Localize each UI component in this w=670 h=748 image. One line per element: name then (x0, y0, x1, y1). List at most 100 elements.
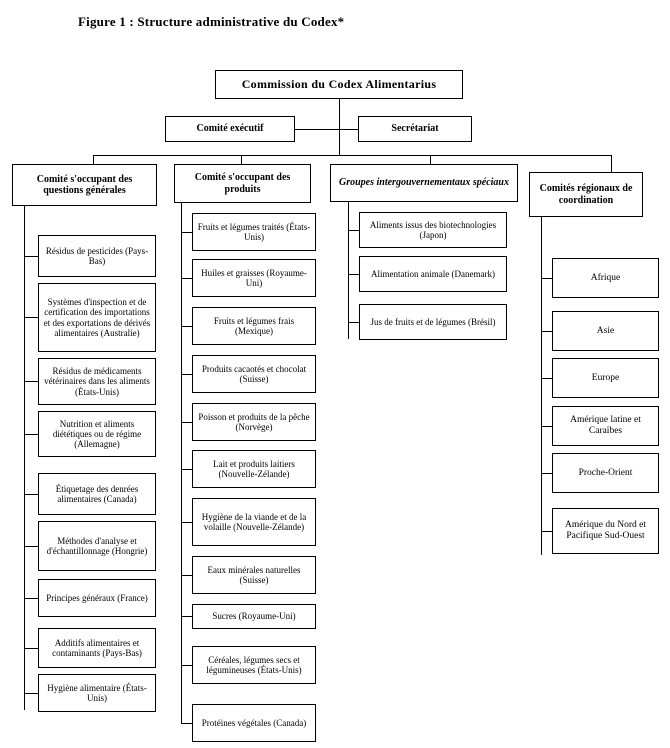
node-general-2-label: Systèmes d'inspection et de certificatio… (43, 297, 151, 338)
node-product-4[interactable]: Produits cacaotés et chocolat (Suisse) (192, 355, 316, 393)
node-secretariat[interactable]: Secrétariat (358, 116, 472, 142)
connector-regional-5 (541, 473, 552, 474)
node-general-6-label: Méthodes d'analyse et d'échantillonnage … (46, 535, 148, 556)
connector-general-9 (24, 693, 38, 694)
connector-spine-products (181, 203, 182, 723)
connector-bus-horizontal (93, 155, 612, 156)
header-special-intergovernmental-groups-label: Groupes intergouvernementaux spéciaux (338, 177, 509, 189)
node-special-2[interactable]: Alimentation animale (Danemark) (359, 256, 507, 292)
connector-product-1 (181, 232, 192, 233)
node-regional-5-label: Proche-Orient (578, 467, 633, 478)
connector-general-1 (24, 256, 38, 257)
node-regional-6-label: Amérique du Nord et Pacifique Sud-Ouest (565, 520, 646, 541)
node-general-1[interactable]: Résidus de pesticides (Pays-Bas) (38, 235, 156, 277)
connector-product-4 (181, 374, 192, 375)
connector-spine-regional (541, 217, 542, 555)
node-general-6[interactable]: Méthodes d'analyse et d'échantillonnage … (38, 521, 156, 571)
node-special-3[interactable]: Jus de fruits et de légumes (Brésil) (359, 304, 507, 340)
node-product-1-label: Fruits et légumes traités (États-Unis) (197, 221, 311, 242)
node-product-11-label: Protéines végétales (Canada) (201, 717, 307, 728)
connector-general-5 (24, 494, 38, 495)
node-general-4-label: Nutrition et aliments diététiques ou de … (52, 418, 142, 450)
connector-general-4 (24, 434, 38, 435)
node-general-4[interactable]: Nutrition et aliments diététiques ou de … (38, 411, 156, 457)
node-general-7-label: Principes généraux (France) (46, 592, 148, 603)
node-product-5[interactable]: Poisson et produits de la pêche (Norvège… (192, 403, 316, 441)
node-executive-committee-label: Comité exécutif (196, 123, 264, 135)
header-general-questions-label: Comité s'occupant des questions générale… (36, 173, 133, 196)
header-products[interactable]: Comité s'occupant des produits (174, 164, 311, 203)
connector-general-8 (24, 648, 38, 649)
node-regional-1[interactable]: Afrique (552, 258, 659, 298)
connector-regional-2 (541, 331, 552, 332)
connector-regional-1 (541, 278, 552, 279)
node-general-3[interactable]: Résidus de médicaments vétérinaires dans… (38, 358, 156, 405)
node-product-1[interactable]: Fruits et légumes traités (États-Unis) (192, 213, 316, 251)
node-general-8-label: Additifs alimentaires et contaminants (P… (52, 637, 142, 658)
connector-bus-drop-special (430, 155, 431, 164)
connector-bus-drop-products (241, 155, 242, 164)
node-regional-1-label: Afrique (590, 272, 621, 283)
node-product-5-label: Poisson et produits de la pêche (Norvège… (198, 411, 310, 432)
node-commission-label: Commission du Codex Alimentarius (241, 76, 437, 91)
node-product-7[interactable]: Hygiène de la viande et de la volaille (… (192, 498, 316, 546)
connector-general-6 (24, 546, 38, 547)
node-product-7-label: Hygiène de la viande et de la volaille (… (201, 511, 307, 532)
node-regional-2[interactable]: Asie (552, 311, 659, 351)
node-product-8-label: Eaux minérales naturelles (Suisse) (207, 564, 301, 585)
node-special-3-label: Jus de fruits et de légumes (Brésil) (370, 316, 496, 327)
node-general-3-label: Résidus de médicaments vétérinaires dans… (44, 366, 150, 397)
connector-product-7 (181, 522, 192, 523)
node-general-7[interactable]: Principes généraux (France) (38, 579, 156, 617)
node-general-1-label: Résidus de pesticides (Pays-Bas) (45, 245, 149, 266)
connector-product-8 (181, 575, 192, 576)
node-product-3[interactable]: Fruits et légumes frais (Mexique) (192, 307, 316, 345)
node-product-2[interactable]: Huiles et graisses (Royaume-Uni) (192, 259, 316, 297)
node-product-9[interactable]: Sucres (Royaume-Uni) (192, 604, 316, 629)
node-general-8[interactable]: Additifs alimentaires et contaminants (P… (38, 628, 156, 668)
node-executive-committee[interactable]: Comité exécutif (165, 116, 295, 142)
connector-regional-3 (541, 378, 552, 379)
node-regional-2-label: Asie (596, 325, 615, 336)
node-product-8[interactable]: Eaux minérales naturelles (Suisse) (192, 556, 316, 594)
node-special-1-label: Aliments issus des biotechnologies (Japo… (369, 219, 497, 240)
connector-special-2 (348, 274, 359, 275)
node-product-6-label: Lait et produits laitiers (Nouvelle-Zéla… (213, 458, 295, 479)
connector-bus-drop-regional (611, 155, 612, 172)
node-product-4-label: Produits cacaotés et chocolat (Suisse) (201, 363, 307, 384)
header-special-intergovernmental-groups[interactable]: Groupes intergouvernementaux spéciaux (330, 164, 518, 202)
node-commission[interactable]: Commission du Codex Alimentarius (215, 70, 463, 99)
header-products-label: Comité s'occupant des produits (194, 172, 291, 195)
connector-general-7 (24, 598, 38, 599)
connector-product-6 (181, 469, 192, 470)
node-product-11[interactable]: Protéines végétales (Canada) (192, 704, 316, 742)
node-general-9[interactable]: Hygiène alimentaire (États-Unis) (38, 674, 156, 712)
header-general-questions[interactable]: Comité s'occupant des questions générale… (12, 164, 157, 206)
connector-special-1 (348, 230, 359, 231)
connector-product-11 (181, 723, 192, 724)
node-regional-6[interactable]: Amérique du Nord et Pacifique Sud-Ouest (552, 508, 659, 554)
node-special-1[interactable]: Aliments issus des biotechnologies (Japo… (359, 212, 507, 248)
connector-general-3 (24, 381, 38, 382)
connector-commission-down (339, 99, 340, 155)
header-regional-committees[interactable]: Comités régionaux de coordination (529, 172, 643, 217)
connector-regional-4 (541, 426, 552, 427)
node-general-2[interactable]: Systèmes d'inspection et de certificatio… (38, 283, 156, 352)
node-product-9-label: Sucres (Royaume-Uni) (212, 611, 296, 622)
figure-title: Figure 1 : Structure administrative du C… (78, 14, 345, 29)
node-product-10-label: Céréales, légumes secs et légumineuses (… (206, 654, 302, 675)
node-regional-3-label: Europe (591, 372, 620, 383)
connector-bus-drop-general (93, 155, 94, 164)
connector-spine-special (348, 202, 349, 339)
node-regional-5[interactable]: Proche-Orient (552, 453, 659, 493)
node-regional-3[interactable]: Europe (552, 358, 659, 398)
connector-executive (295, 129, 339, 130)
node-regional-4-label: Amérique latine et Caraïbes (570, 415, 641, 436)
node-product-10[interactable]: Céréales, légumes secs et légumineuses (… (192, 646, 316, 684)
node-regional-4[interactable]: Amérique latine et Caraïbes (552, 406, 659, 446)
node-product-6[interactable]: Lait et produits laitiers (Nouvelle-Zéla… (192, 450, 316, 488)
connector-spine-general (24, 206, 25, 710)
node-general-5-label: Étiquetage des denrées alimentaires (Can… (55, 483, 139, 504)
node-general-5[interactable]: Étiquetage des denrées alimentaires (Can… (38, 473, 156, 515)
